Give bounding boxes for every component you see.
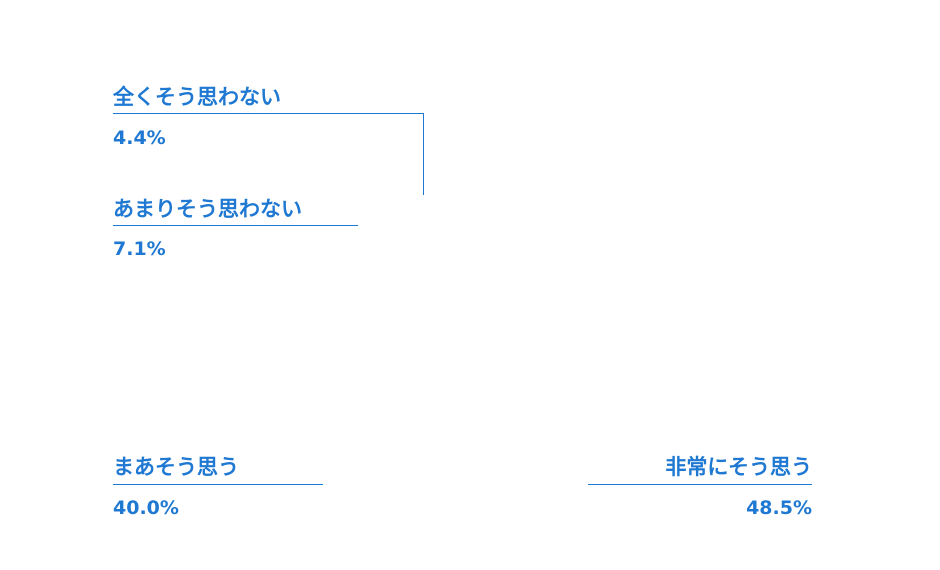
value-disagree: 7.1%	[113, 238, 166, 260]
value-strongly-agree: 48.5%	[746, 497, 812, 519]
value-strongly-disagree: 4.4%	[113, 127, 166, 149]
leader-line-strongly-disagree-vertical	[423, 113, 424, 195]
label-strongly-agree: 非常にそう思う	[665, 455, 812, 479]
leader-line-agree	[113, 484, 323, 485]
leader-line-disagree	[113, 225, 358, 226]
label-agree: まあそう思う	[113, 455, 239, 479]
value-agree: 40.0%	[113, 497, 179, 519]
leader-line-strongly-agree	[588, 484, 812, 485]
label-disagree: あまりそう思わない	[113, 197, 302, 221]
label-strongly-disagree: 全くそう思わない	[113, 85, 281, 109]
leader-line-strongly-disagree	[113, 113, 424, 114]
